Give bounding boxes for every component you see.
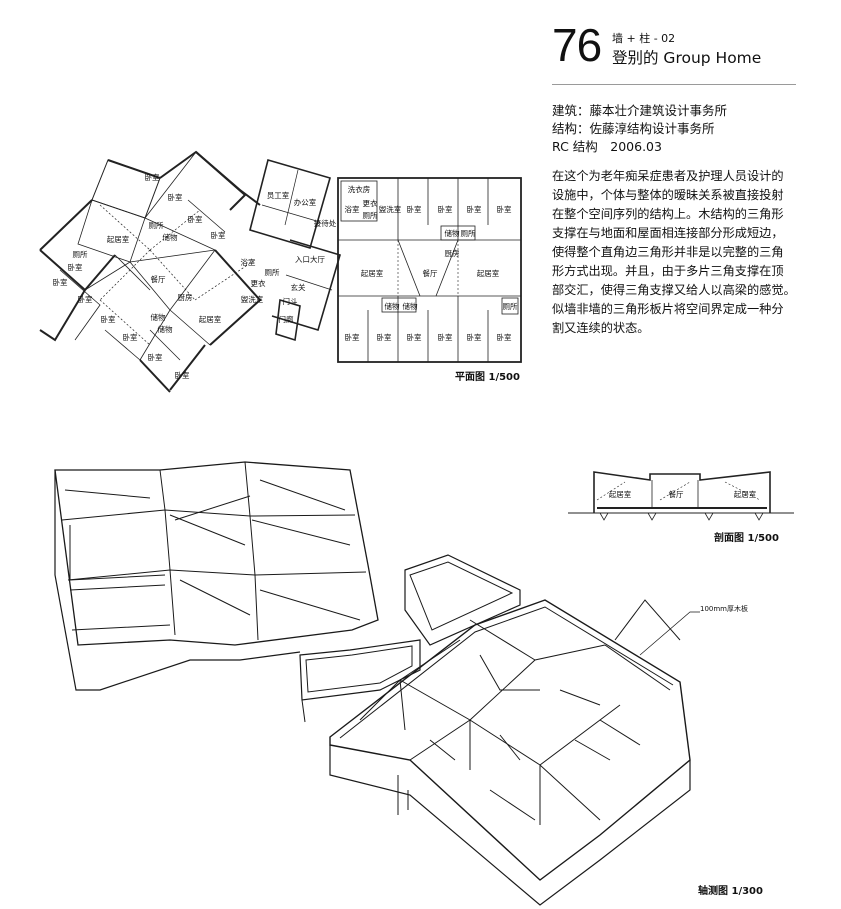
wood-note: 100mm厚木板 (700, 605, 748, 613)
plan-label: 起居室 (477, 268, 500, 278)
plan-label: 储物 (445, 228, 460, 238)
plan-label: 门廊 (279, 314, 294, 324)
plan-label: 起居室 (361, 268, 384, 278)
plan-label: 卧室 (407, 332, 422, 342)
desc-line: 设施中，个体与整体的暧昧关系被直接投射 (552, 188, 784, 202)
plan-label: 卧室 (175, 370, 190, 380)
plan-label: 卧室 (438, 332, 453, 342)
header-divider (552, 84, 796, 85)
plan-label: 卧室 (497, 332, 512, 342)
plan-label: 储物 (151, 312, 166, 322)
plan-label: 卧室 (145, 172, 160, 182)
plan-label: 储物 (385, 301, 400, 311)
plan-label: 卧室 (345, 332, 360, 342)
plan-label: 入口大厅 (295, 254, 325, 264)
desc-line: 形方式出现。并且，由于多片三角支撑在顶 (552, 264, 784, 278)
desc-line: 在整个空间序列的结构上。木结构的三角形 (552, 207, 784, 221)
plan-label: 卧室 (101, 314, 116, 324)
plan-label: 盥洗室 (379, 204, 402, 214)
plan-caption: 平面图 1/500 (455, 372, 520, 383)
desc-line: 割又连续的状态。 (552, 321, 650, 335)
plan-label: 卧室 (78, 294, 93, 304)
plan-label: 厕所 (363, 210, 378, 220)
series-label: 墙 + 柱 - 02 (612, 32, 676, 45)
plan-left-wing-thin (59, 151, 226, 361)
plan-label: 餐厅 (151, 275, 166, 284)
page-number: 76 (552, 19, 602, 71)
desc-line: 在这个为老年痴呆症患者及护理人员设计的 (552, 169, 784, 183)
section-caption: 剖面图 1/500 (714, 533, 779, 544)
structure-spec: RC 结构 2006.03 (552, 139, 662, 154)
plan-label: 卧室 (211, 230, 226, 240)
plan-right-wing (337, 177, 522, 363)
plan-label: 厕所 (461, 228, 476, 238)
plan-label: 接待处 (314, 218, 337, 228)
plan-label: 储物 (163, 232, 178, 242)
plan-label: 玄关 (291, 282, 306, 292)
project-description: 在这个为老年痴呆症患者及护理人员设计的 设施中，个体与整体的暧昧关系被直接投射 … (552, 167, 798, 338)
plan-label: 卧室 (188, 214, 203, 224)
axon-caption: 轴测图 1/300 (698, 886, 763, 897)
plan-label: 厕所 (265, 267, 280, 277)
plan-label: 起居室 (199, 314, 222, 324)
section-label: 起居室 (609, 489, 632, 499)
plan-label: 卧室 (467, 204, 482, 214)
plan-label: 卧室 (68, 262, 83, 272)
plan-label: 厕所 (503, 301, 518, 311)
plan-label: 卧室 (377, 332, 392, 342)
plan-entrance (249, 159, 341, 342)
plan-label: 员工室 (267, 190, 290, 200)
desc-line: 部交汇，使得三角支撑又给人以高梁的感觉。 (552, 283, 796, 297)
desc-line: 似墙非墙的三角形板片将空间界定成一种分 (552, 302, 784, 316)
plan-label: 洗衣房 (348, 184, 371, 194)
plan-label: 卧室 (168, 192, 183, 202)
plan-label: 卧室 (53, 277, 68, 287)
architect-credit: 建筑：藤本壮介建筑设计事务所 (552, 103, 728, 118)
plan-label: 卧室 (497, 204, 512, 214)
desc-line: 使得整个直角边三角形并非是以完整的三角 (552, 245, 784, 259)
plan-label: 卧室 (148, 352, 163, 362)
plan-label: 厨房 (445, 248, 460, 258)
plan-label: 盥洗室 (241, 294, 264, 304)
structure-credit: 结构：佐藤淳结构设计事务所 (552, 121, 715, 136)
plan-label: 卧室 (407, 204, 422, 214)
plan-label: 更衣 (363, 198, 378, 208)
plan-label: 储物 (403, 301, 418, 311)
plan-label: 餐厅 (423, 269, 438, 278)
plan-label: 浴室 (345, 204, 360, 214)
plan-label: 厕所 (73, 249, 88, 259)
plan-label: 浴室 (241, 257, 256, 267)
plan-label: 门斗 (283, 297, 298, 306)
project-title: 登别的 Group Home (612, 49, 762, 67)
plan-label: 卧室 (123, 332, 138, 342)
plan-label: 储物 (158, 324, 173, 334)
section-label: 起居室 (734, 489, 757, 499)
plan-label: 起居室 (107, 234, 130, 244)
section-label: 餐厅 (669, 490, 684, 499)
desc-line: 支撑在与地面和屋面相连接部分形成短边， (552, 226, 784, 240)
plan-label: 厕所 (149, 220, 164, 230)
plan-label: 卧室 (467, 332, 482, 342)
plan-label: 办公室 (294, 197, 317, 207)
plan-label: 更衣 (251, 278, 266, 288)
plan-label: 厨房 (178, 292, 193, 302)
plan-label: 卧室 (438, 204, 453, 214)
